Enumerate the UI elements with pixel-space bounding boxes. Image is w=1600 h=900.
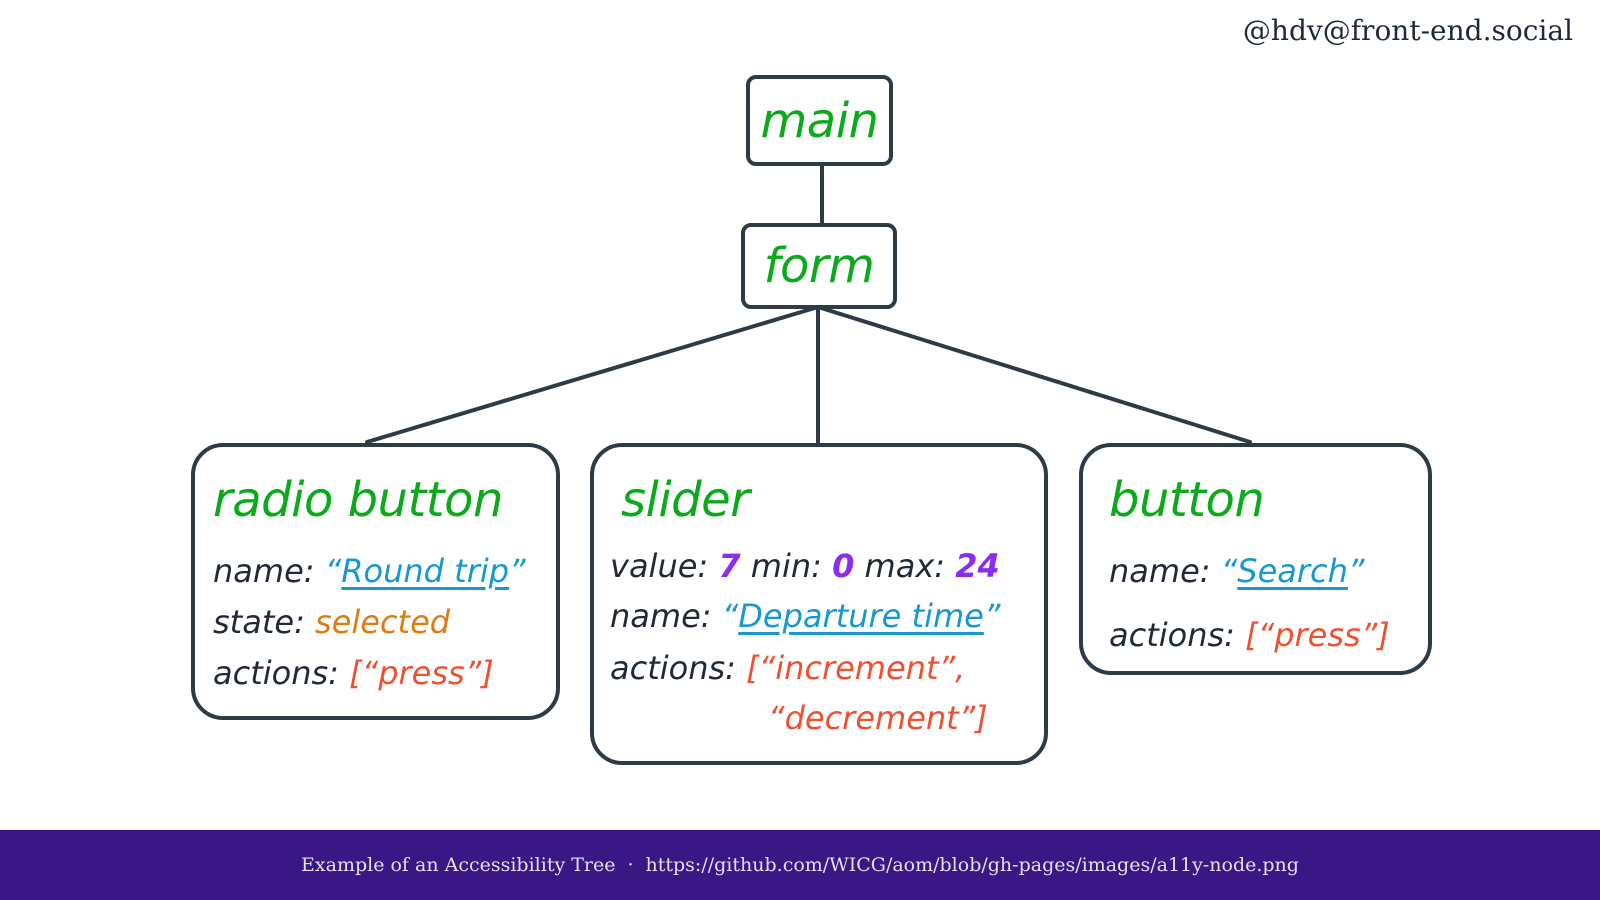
accessibility-tree-diagram: main form radio button name: “Round trip…: [191, 75, 1432, 765]
radio-actions-label: actions:: [213, 654, 339, 692]
node-main: main: [746, 75, 893, 166]
footer-link[interactable]: https://github.com/WICG/aom/blob/gh-page…: [645, 854, 1299, 876]
button-actions-row: actions: [“press”]: [1109, 619, 1390, 651]
button-actions-label: actions:: [1109, 616, 1235, 654]
slider-actions-value-line1: [“increment”,: [746, 649, 966, 687]
slider-value-label: value:: [610, 547, 709, 585]
radio-name-value: “Round trip”: [324, 552, 526, 590]
slider-value: 7: [718, 547, 741, 585]
node-button: button name: “Search” actions: [“press”]: [1079, 443, 1432, 675]
node-form: form: [741, 223, 897, 309]
slider-values-row: value: 7 min: 0 max: 24: [610, 550, 1000, 582]
node-form-title: form: [763, 238, 875, 294]
radio-state-row: state: selected: [213, 606, 450, 638]
author-handle: @hdv@front-end.social: [1242, 14, 1573, 47]
radio-state-value: selected: [315, 603, 451, 641]
slider-actions-value-line2: “decrement”]: [768, 699, 988, 737]
node-slider-title: slider: [621, 472, 750, 528]
node-main-title: main: [760, 92, 879, 149]
node-slider: slider value: 7 min: 0 max: 24 name: “De…: [590, 443, 1048, 765]
slider-min: 0: [832, 547, 855, 585]
tree-connectors: [365, 161, 1252, 444]
button-name-label: name:: [1109, 552, 1211, 590]
radio-name-row: name: “Round trip”: [213, 555, 526, 587]
slider-name-row: name: “Departure time”: [610, 600, 1000, 632]
slider-max-label: max:: [864, 547, 946, 585]
radio-name-label: name:: [213, 552, 315, 590]
slider-max: 24: [955, 547, 1000, 585]
radio-actions-row: actions: [“press”]: [213, 657, 494, 689]
footer-caption: Example of an Accessibility Tree: [301, 854, 616, 876]
button-actions-value: [“press”]: [1245, 616, 1390, 654]
footer-bar: Example of an Accessibility Tree · https…: [0, 830, 1600, 900]
node-button-title: button: [1109, 472, 1265, 528]
button-name-row: name: “Search”: [1109, 555, 1365, 587]
slider-actions-label: actions:: [610, 649, 736, 687]
slider-name-label: name:: [610, 597, 712, 635]
connector-form-radio: [365, 305, 820, 444]
footer-separator: ·: [627, 854, 634, 876]
radio-actions-value: [“press”]: [349, 654, 494, 692]
radio-state-label: state:: [213, 603, 305, 641]
button-name-value: “Search”: [1220, 552, 1365, 590]
connector-form-button: [816, 305, 1252, 444]
slider-min-label: min:: [750, 547, 822, 585]
node-radio-button-title: radio button: [213, 472, 503, 528]
slider-actions-row: actions: [“increment”,: [610, 652, 965, 684]
node-radio-button: radio button name: “Round trip” state: s…: [191, 443, 560, 720]
slider-name-value: “Departure time”: [721, 597, 1001, 635]
